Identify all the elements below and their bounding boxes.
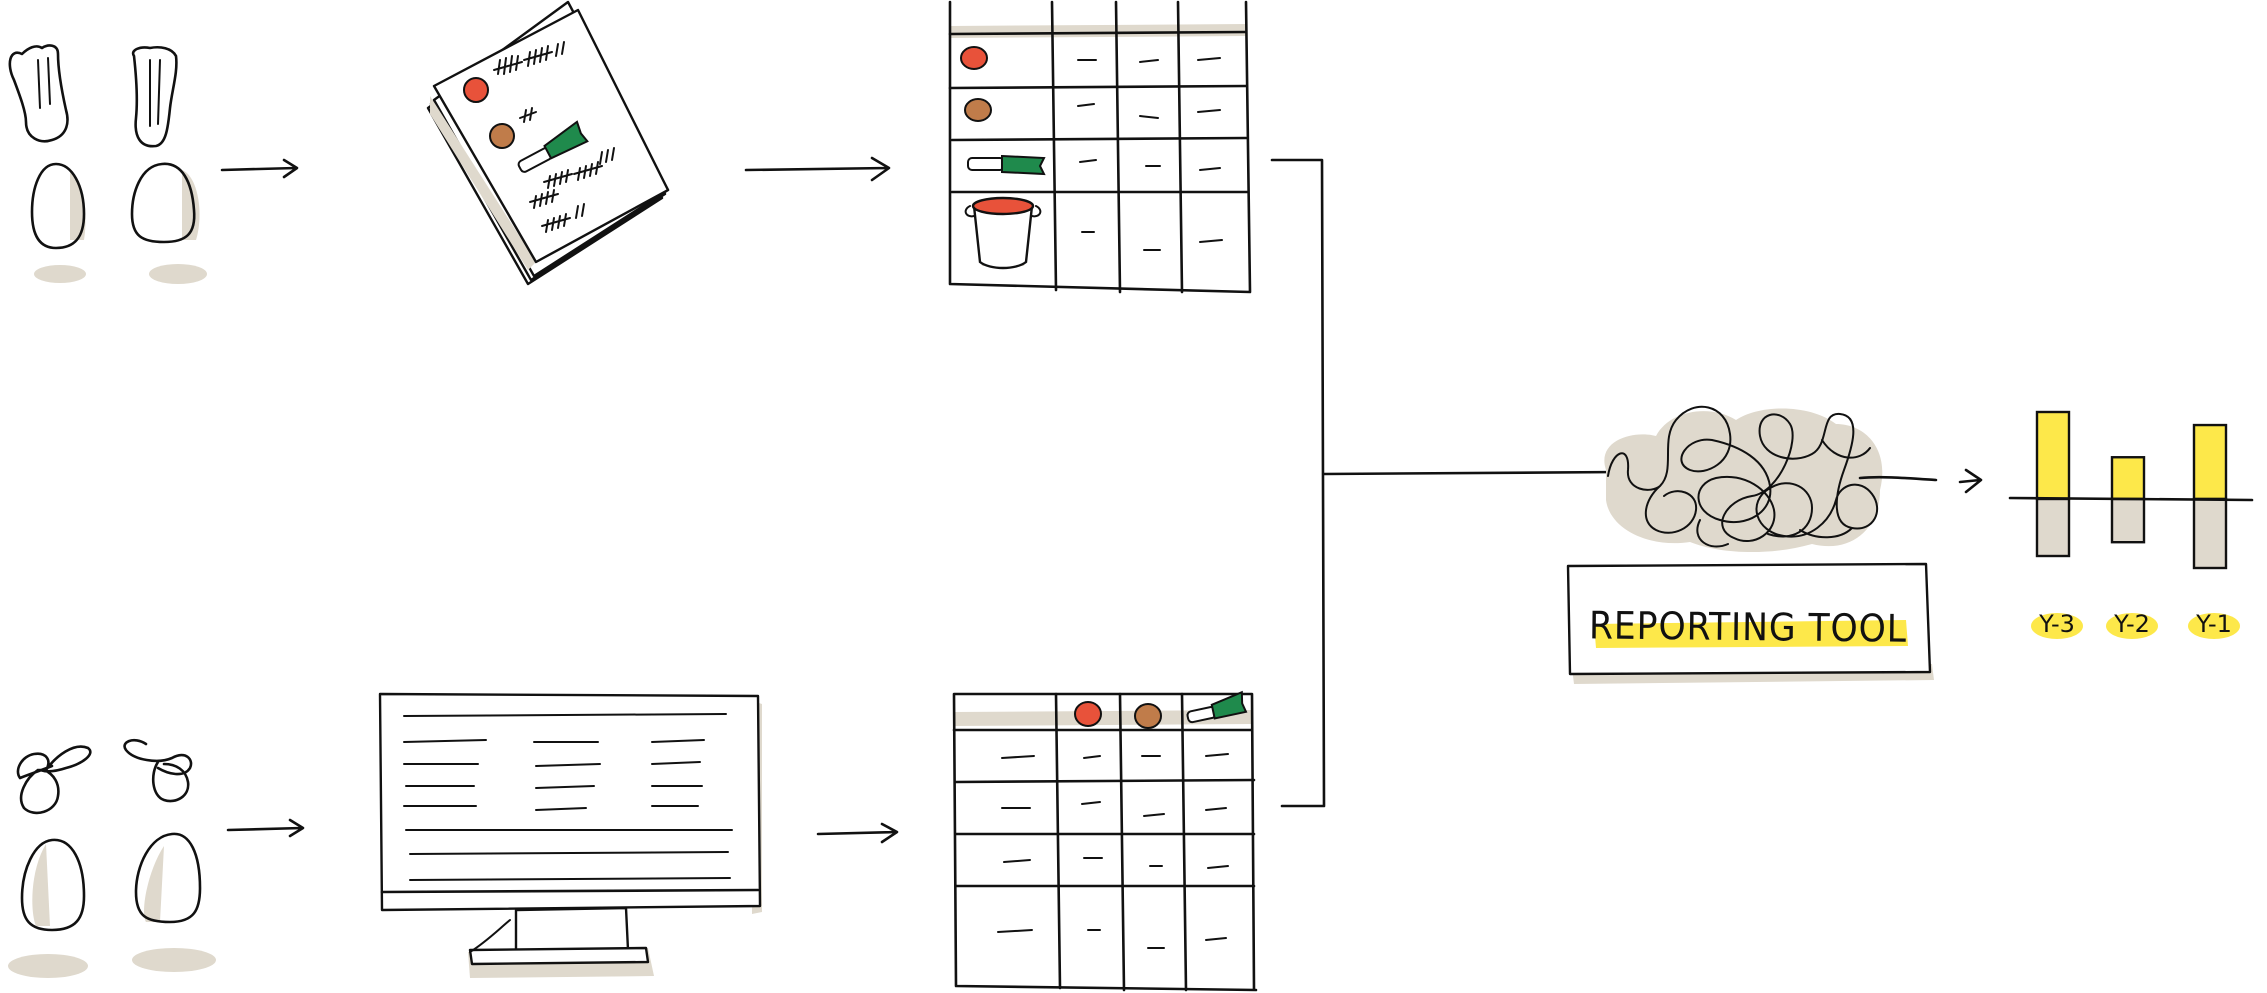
bar-base-y-2 xyxy=(2110,497,2146,544)
potato-icon xyxy=(964,98,992,122)
chef-icon xyxy=(8,44,86,283)
leek-icon xyxy=(517,120,589,173)
leek-icon xyxy=(1186,690,1248,724)
bar-base-y-3 xyxy=(2035,497,2071,558)
screen-text-lines xyxy=(403,713,733,881)
arrow-computer-to-table xyxy=(816,822,899,844)
messy-scribble-icon xyxy=(1604,405,1983,553)
chart-baseline xyxy=(2008,496,2254,502)
clerks-group xyxy=(8,738,216,978)
table-dashes xyxy=(1077,57,1223,251)
reporting-tool: REPORTING TOOL xyxy=(1566,562,1934,684)
label-highlight xyxy=(2106,613,2158,639)
tally-marks xyxy=(493,41,615,233)
arrow-clerks-to-computer xyxy=(226,818,305,838)
pot-icon xyxy=(964,196,1042,270)
bar-base-y-1 xyxy=(2192,497,2228,570)
tomato-icon xyxy=(463,77,489,103)
label-highlight xyxy=(2188,613,2240,639)
potato-icon xyxy=(489,123,515,149)
bar-y-2 xyxy=(2110,456,2146,501)
category-label: Y-3 xyxy=(2038,610,2075,638)
bar-y-3 xyxy=(2035,410,2071,501)
chefs-group xyxy=(8,44,207,284)
potato-icon xyxy=(1134,703,1162,729)
merge-connector xyxy=(1270,158,1622,808)
bar-y-1 xyxy=(2192,423,2228,501)
hair-bow-person-icon xyxy=(8,745,92,978)
label-highlight xyxy=(2031,613,2083,639)
computer-monitor xyxy=(378,692,762,978)
hair-bow-person-icon xyxy=(123,738,216,972)
top-data-table xyxy=(948,0,1252,294)
arrow-chefs-to-notebook xyxy=(220,158,299,179)
category-label: Y-1 xyxy=(2195,610,2232,638)
result-bar-chart: Y-3 Y-2 Y-1 xyxy=(2008,410,2254,639)
category-label: Y-2 xyxy=(2113,610,2150,638)
tomato-icon xyxy=(960,46,988,70)
bottom-data-table xyxy=(952,690,1258,992)
leek-icon xyxy=(967,154,1046,176)
tally-notebook xyxy=(426,0,670,286)
table-dashes xyxy=(997,753,1229,949)
chef-icon xyxy=(130,45,207,284)
tomato-icon xyxy=(1074,701,1102,727)
arrow-notebook-to-table xyxy=(744,156,891,182)
reporting-tool-label: REPORTING TOOL xyxy=(1589,603,1907,650)
